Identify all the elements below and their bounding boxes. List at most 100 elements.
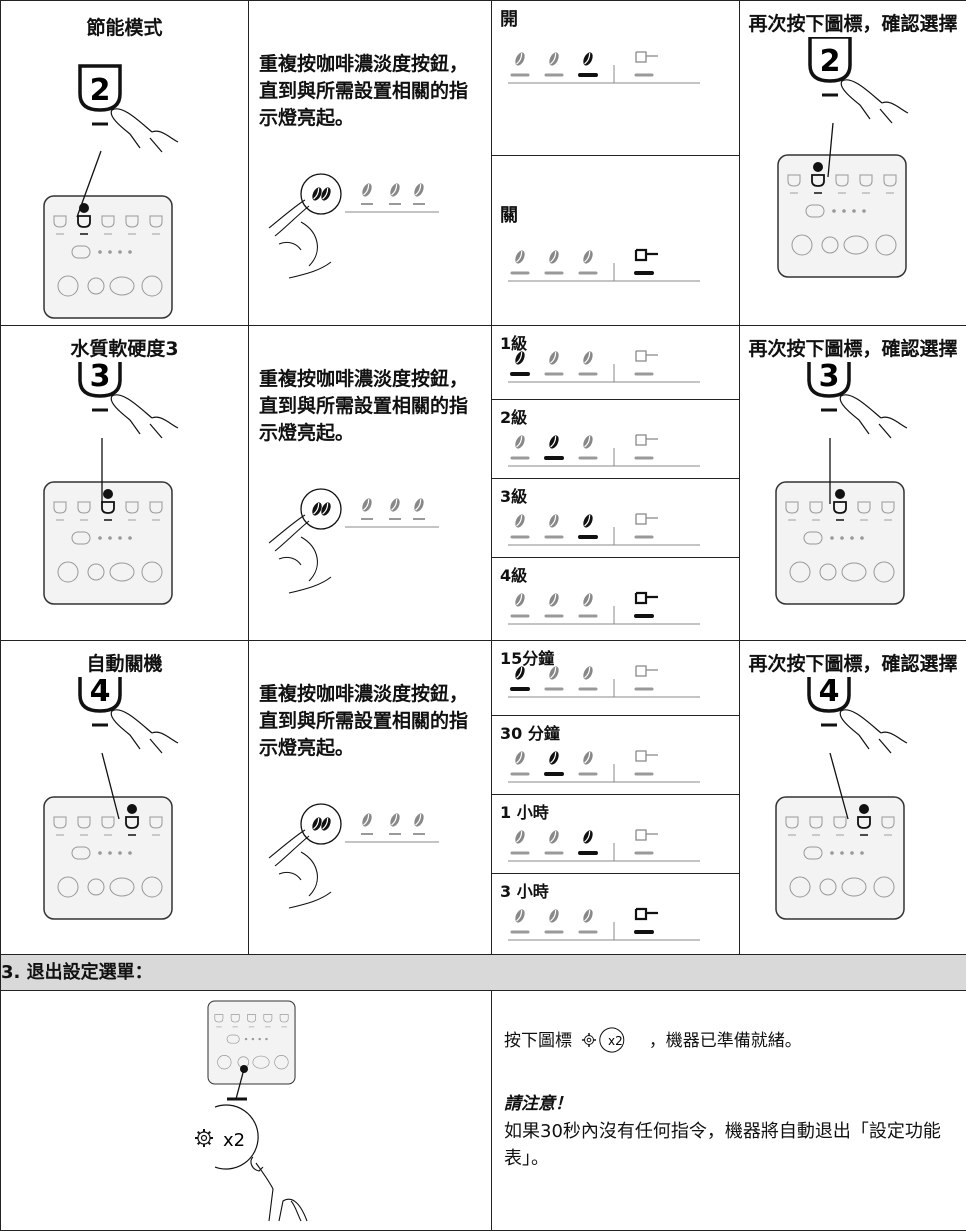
option-label: 開 (500, 5, 518, 31)
indicator-lights (492, 231, 738, 311)
control-panel (44, 797, 172, 919)
panel-light-icon (862, 209, 866, 213)
setting-title: 水質軟硬度3 (1, 336, 248, 362)
option-cell: 1級 (492, 326, 739, 400)
panel-light-icon (830, 536, 834, 540)
panel-light-icon (852, 209, 856, 213)
settings-row: 節能模式 2 重複按咖啡濃淡度按鈕，直到與所需設置相關的指示燈亮起。 開 關 再… (1, 1, 966, 326)
hand-icon (111, 710, 178, 753)
settings-row: 水質軟硬度3 3 重複按咖啡濃淡度按鈕，直到與所需設置相關的指示燈亮起。 1級 … (1, 326, 966, 641)
strength-button-illustration (249, 132, 489, 292)
coffee-bean-icon (581, 908, 594, 924)
milk-jug-icon (636, 52, 658, 62)
gear-icon (195, 1129, 213, 1147)
option-cell: 30 分鐘 (492, 716, 739, 795)
coffee-bean-icon (513, 434, 526, 450)
coffee-bean-icon (513, 829, 526, 845)
setting-number-label: 2 (90, 73, 111, 108)
setting-number-icon: 4 (809, 677, 849, 711)
option-cell: 3 小時 (492, 874, 739, 954)
panel-light-icon (128, 250, 132, 254)
setting-number-label: 4 (90, 677, 111, 709)
panel-light-icon (252, 1038, 254, 1040)
control-panel-illustration: 4 (740, 677, 965, 927)
milk-jug-icon (636, 830, 658, 840)
coffee-bean-icon (547, 513, 560, 529)
strength-button-illustration (249, 762, 489, 922)
panel-light-icon (118, 851, 122, 855)
panel-light-icon (118, 536, 122, 540)
coffee-bean-icon (513, 350, 526, 366)
option-cell: 關 (492, 156, 739, 324)
setting-number-icon: 4 (80, 677, 120, 711)
panel-light-icon (830, 851, 834, 855)
coffee-bean-icon (388, 812, 401, 828)
indicator-lights (492, 503, 738, 553)
milk-jug-icon (636, 593, 658, 603)
coffee-bean-icon (547, 750, 560, 766)
control-panel (778, 155, 906, 277)
indicator-lights (492, 898, 738, 948)
coffee-bean-icon (513, 750, 526, 766)
coffee-bean-icon (388, 182, 401, 198)
milk-jug-icon (636, 909, 658, 919)
option-cell: 開 (492, 1, 739, 156)
option-label: 關 (500, 201, 518, 227)
press-after-text: ，機器已準備就緒。 (649, 1031, 802, 1051)
settings-row: 自動關機 4 重複按咖啡濃淡度按鈕，直到與所需設置相關的指示燈亮起。 15分鐘 … (1, 641, 966, 955)
indicator-lights (492, 655, 738, 705)
exit-row: x2 按下圖標 x2 ，機器已準備就緒。 (1, 991, 966, 1231)
panel-light-icon (832, 209, 836, 213)
setting-title: 節能模式 (1, 15, 248, 41)
coffee-bean-icon (360, 497, 373, 513)
setting-number-label: 3 (819, 362, 840, 394)
indicator-lights (492, 33, 738, 113)
coffee-bean-icon (581, 434, 594, 450)
setting-number-icon: 2 (80, 66, 120, 110)
coffee-bean-icon (547, 908, 560, 924)
coffee-bean-icon (547, 51, 560, 67)
indicator-lights (492, 740, 738, 790)
options-cell: 15分鐘 30 分鐘 1 小時 3 小時 (492, 641, 740, 955)
coffee-bean-icon (547, 434, 560, 450)
control-panel-illustration: 4 (1, 677, 247, 947)
hand-icon (111, 395, 178, 438)
coffee-bean-icon (412, 182, 425, 198)
panel-light-icon (860, 536, 864, 540)
coffee-bean-icon (360, 812, 373, 828)
control-panel-illustration: 3 (1, 362, 247, 632)
coffee-bean-icon (388, 497, 401, 513)
coffee-bean-icon (581, 665, 594, 681)
coffee-bean-icon (513, 513, 526, 529)
coffee-bean-icon (581, 750, 594, 766)
coffee-bean-icon (581, 51, 594, 67)
confirm-cell: 再次按下圖標，確認選擇 2 (740, 1, 966, 326)
coffee-bean-icon (412, 812, 425, 828)
panel-light-icon (98, 250, 102, 254)
panel-light-icon (98, 851, 102, 855)
option-cell: 2級 (492, 400, 739, 479)
setting-number-icon: 2 (810, 37, 850, 81)
panel-light-icon (118, 250, 122, 254)
panel-light-icon (128, 536, 132, 540)
coffee-bean-icon (513, 592, 526, 608)
strength-button-illustration (249, 447, 489, 607)
coffee-bean-icon (547, 829, 560, 845)
selection-dot (127, 804, 137, 814)
setting-title-cell: 節能模式 2 (1, 1, 249, 326)
hand-icon (840, 710, 907, 753)
coffee-bean-icon (513, 908, 526, 924)
coffee-bean-icon (581, 592, 594, 608)
indicator-lights (492, 819, 738, 869)
press-instruction: 按下圖標 x2 ，機器已準備就緒。 (504, 1027, 966, 1055)
confirm-text: 再次按下圖標，確認選擇 (740, 651, 966, 677)
panel-light-icon (98, 536, 102, 540)
selection-dot (859, 804, 869, 814)
inline-x2-label: x2 (608, 1034, 623, 1048)
indicator-lights (492, 582, 738, 632)
instruction-cell: 重複按咖啡濃淡度按鈕，直到與所需設置相關的指示燈亮起。 (249, 1, 492, 326)
options-cell: 1級 2級 3級 4級 (492, 326, 740, 641)
control-panel (44, 482, 172, 604)
hand-icon (840, 395, 907, 438)
